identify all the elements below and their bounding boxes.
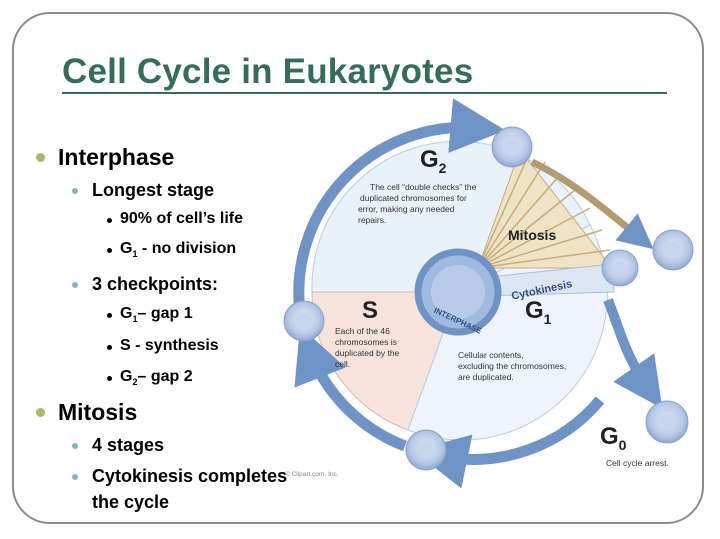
bullet-checkpoint-g2: G2– gap 2	[120, 368, 193, 388]
slide-title: Cell Cycle in Eukaryotes	[62, 52, 474, 91]
bullet-longest-stage: Longest stage	[92, 180, 215, 200]
bullet-cytokinesis-line1: Cytokinesis completes	[92, 466, 288, 486]
mitosis-label: Mitosis	[508, 227, 556, 243]
bullet-dot-icon	[72, 474, 78, 480]
bullet-dot-icon	[36, 153, 45, 162]
bullet-dot-icon	[107, 218, 112, 223]
cycle-arrow	[293, 98, 506, 318]
bullet-checkpoint-s: S - synthesis	[120, 337, 219, 354]
mitosis-stripes	[477, 151, 611, 269]
cell-icon	[405, 429, 447, 471]
g0-description: Cell cycle arrest.	[606, 458, 669, 468]
bullet-checkpoints: 3 checkpoints:	[92, 274, 219, 294]
bullet-dot-icon	[107, 313, 112, 318]
mitosis-arrow	[530, 158, 654, 250]
cell-icon	[601, 249, 639, 287]
bullet-four-stages: 4 stages	[92, 435, 165, 455]
s-label: S	[362, 297, 378, 324]
bullet-cytokinesis-line2: the cycle	[92, 492, 170, 512]
cell-icon	[652, 229, 694, 271]
bullet-dot-icon	[107, 376, 112, 381]
g1-label: G1	[525, 297, 552, 327]
bullet-dot-icon	[72, 443, 78, 449]
bullet-mitosis: Mitosis	[58, 399, 138, 425]
bullet-g1-no-division: G1 - no division	[120, 240, 237, 260]
bullet-dot-icon	[36, 408, 45, 417]
bullet-life-pct: 90% of cell’s life	[120, 210, 244, 227]
g2-label: G2	[420, 146, 447, 176]
s-description: Each of the 46 chromosomes is duplicated…	[335, 326, 402, 369]
image-credit: © Clipart.com, Inc.	[285, 470, 339, 478]
interphase-core	[431, 265, 485, 319]
cell-icon	[645, 400, 689, 444]
bullet-checkpoint-g1: G1– gap 1	[120, 305, 193, 325]
cell-icon	[491, 126, 533, 168]
g2-description: The cell “double checks” the duplicated …	[358, 182, 479, 225]
mitosis-wedge	[477, 148, 614, 269]
cycle-arrow-left	[294, 326, 407, 452]
bullet-interphase: Interphase	[58, 144, 175, 170]
g0-label: G0	[600, 423, 627, 453]
g0-arrow	[603, 298, 663, 409]
bullet-dot-icon	[107, 248, 112, 253]
cell-icon	[283, 300, 325, 342]
bullet-dot-icon	[72, 188, 78, 194]
g1-description: Cellular contents, excluding the chromos…	[458, 350, 569, 382]
cycle-arrow-lower	[413, 396, 605, 489]
bullet-dot-icon	[72, 282, 78, 288]
bullet-dot-icon	[107, 345, 112, 350]
title-underline	[62, 92, 667, 94]
